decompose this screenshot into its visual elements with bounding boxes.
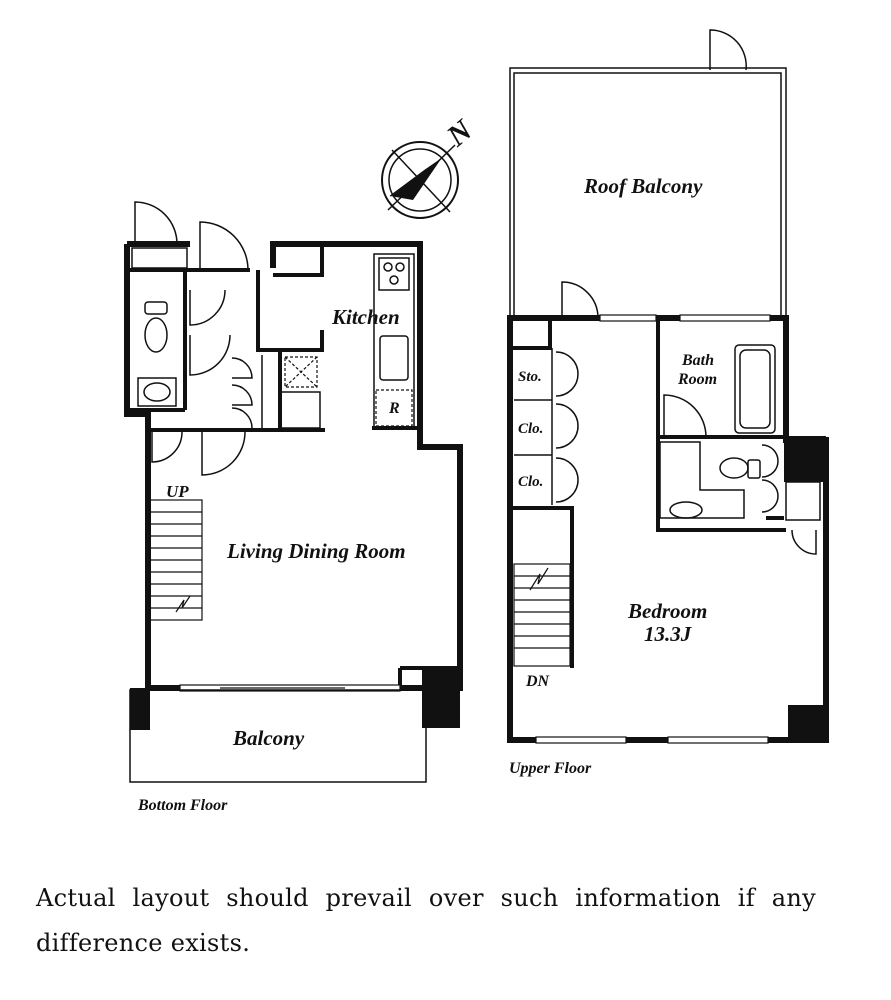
closet-doors [555, 351, 579, 503]
compass-letter: N [440, 113, 480, 154]
bottom-doors [134, 201, 253, 476]
bottom-floor-caption: Bottom Floor [137, 797, 228, 814]
bath-door [663, 394, 707, 438]
upper-floor-plan: Roof Balcony Bath Room Sto. Clo. Clo. Be… [507, 29, 829, 777]
compass-outer-ring [381, 141, 459, 219]
up-label: UP [166, 482, 189, 501]
compass-inner-ring [388, 148, 452, 212]
kitchen-counter [373, 253, 415, 429]
toilet-icon [144, 301, 168, 353]
balcony-label: Balcony [232, 726, 305, 750]
balcony-door [561, 281, 599, 319]
bath-room-label-line2: Room [677, 371, 717, 388]
disclaimer-text: Actual layout should prevail over such i… [36, 884, 816, 957]
upper-interior-wall [510, 318, 552, 350]
upper-windows [535, 314, 771, 744]
bedroom-label: Bedroom [627, 599, 707, 623]
roof-balcony [509, 29, 787, 319]
bath-room-label-line1: Bath [681, 352, 714, 369]
balcony-window [179, 684, 401, 692]
closet-label-1: Clo. [518, 421, 543, 437]
bottom-floor-plan: Kitchen R UP Living Dining Room Balcony … [124, 201, 463, 814]
roof-door [709, 29, 747, 71]
column [788, 705, 826, 741]
column [784, 436, 826, 482]
floor-plan: N [124, 29, 829, 814]
washer-space [284, 356, 318, 388]
stove-icon [378, 257, 410, 291]
upper-toilet-icon [659, 441, 779, 519]
fridge-label: R [388, 400, 400, 417]
closet-label-2: Clo. [518, 474, 543, 490]
column [422, 670, 460, 728]
closet-partition [514, 348, 553, 505]
bedroom-size-label: 13.3J [644, 622, 693, 646]
bottom-balcony [129, 670, 460, 783]
compass: N [381, 113, 480, 219]
upper-staircase [513, 563, 571, 667]
small-door [791, 529, 817, 555]
bathtub-icon [734, 344, 776, 434]
fridge-space [375, 389, 413, 427]
bottom-outer-wall [124, 244, 151, 688]
column [130, 688, 150, 730]
upper-floor-caption: Upper Floor [509, 760, 592, 777]
kitchen-label: Kitchen [331, 305, 400, 329]
bottom-staircase [149, 499, 203, 621]
bottom-closet [131, 247, 188, 269]
compass-needle-icon [390, 159, 441, 200]
storage-label: Sto. [518, 369, 542, 385]
living-room-label: Living Dining Room [226, 539, 406, 563]
washbasin-icon [137, 377, 177, 407]
down-label: DN [525, 673, 551, 690]
kitchen-sink-icon [379, 335, 409, 381]
roof-balcony-label: Roof Balcony [583, 174, 703, 198]
